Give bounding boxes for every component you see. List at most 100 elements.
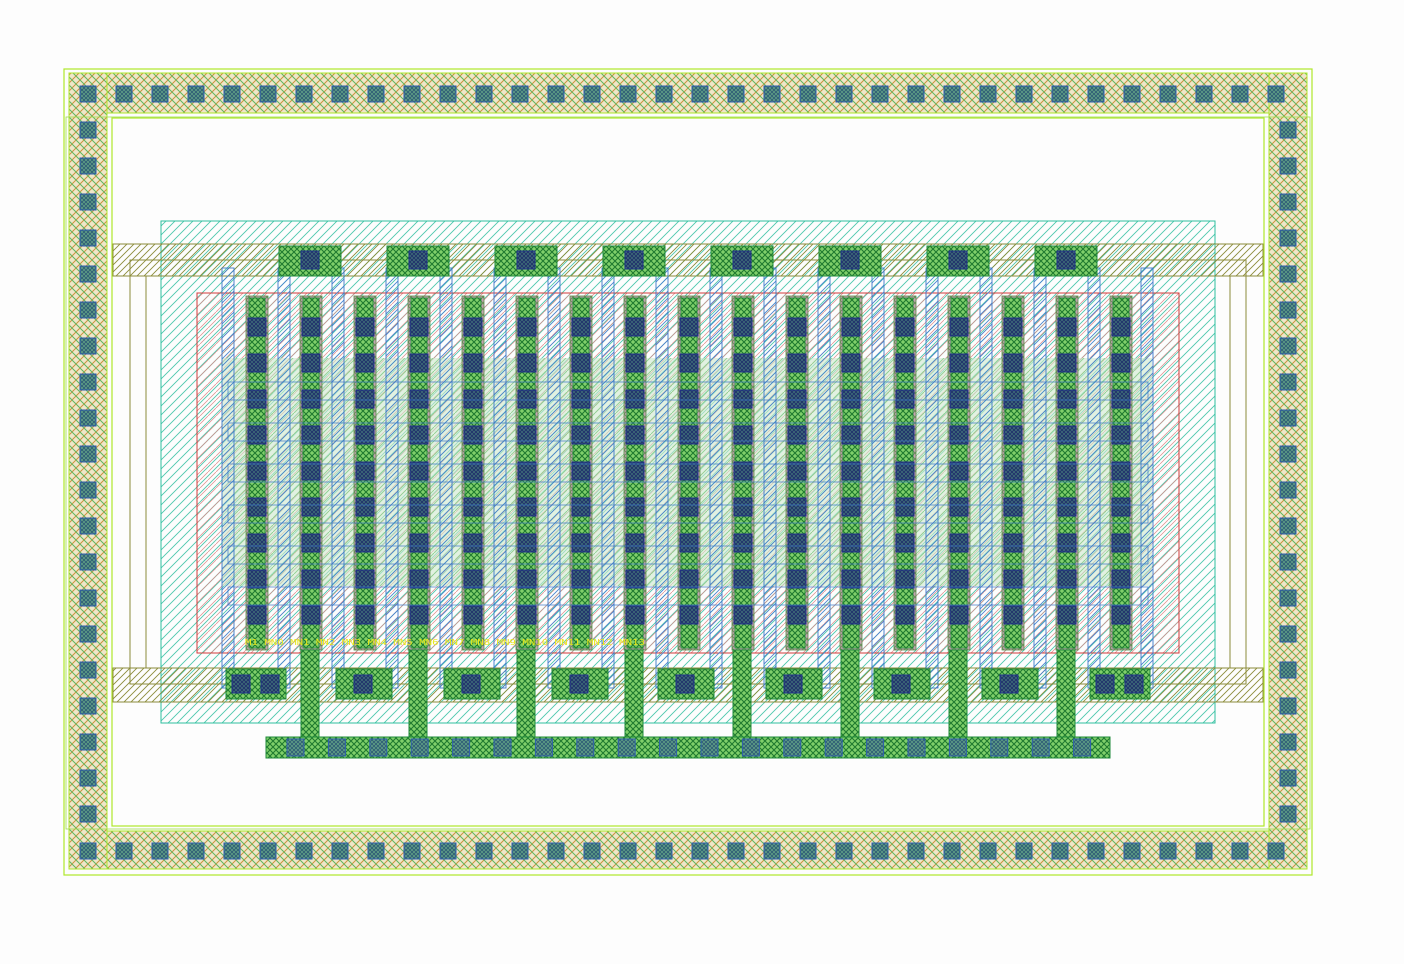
source-drain-contact <box>1057 605 1077 625</box>
bus-contact <box>534 738 553 757</box>
guard-ring-contact <box>583 85 601 103</box>
source-drain-contact <box>1111 317 1131 337</box>
source-drain-contact <box>1057 533 1077 553</box>
source-drain-contact <box>247 533 267 553</box>
guard-ring-contact <box>115 842 133 860</box>
guard-ring-contact <box>79 842 97 860</box>
gate-contact <box>624 250 644 270</box>
source-drain-contact <box>949 605 969 625</box>
source-drain-contact <box>355 389 375 409</box>
source-drain-contact <box>895 569 915 589</box>
source-drain-contact <box>787 461 807 481</box>
guard-ring-contact <box>583 842 601 860</box>
source-drain-contact <box>301 353 321 373</box>
source-drain-contact <box>895 353 915 373</box>
bus-contact <box>369 738 388 757</box>
source-drain-contact <box>355 353 375 373</box>
guard-ring-contact <box>511 842 529 860</box>
guard-ring-contact <box>871 842 889 860</box>
guard-ring-contact <box>1231 85 1249 103</box>
gate-contact <box>408 250 428 270</box>
bottom-pad-contact <box>569 674 589 694</box>
source-drain-contact <box>247 317 267 337</box>
guard-ring-contact <box>187 85 205 103</box>
bus-contact <box>617 738 636 757</box>
guard-ring-contact <box>547 85 565 103</box>
guard-ring-contact <box>1279 409 1297 427</box>
guard-ring-contact <box>835 842 853 860</box>
bus-contact <box>741 738 760 757</box>
guard-ring-contact <box>1279 733 1297 751</box>
gate-contact <box>840 250 860 270</box>
metal1-riser <box>601 267 615 689</box>
source-drain-contact <box>679 353 699 373</box>
source-drain-contact <box>517 389 537 409</box>
guard-ring-contact <box>151 85 169 103</box>
source-drain-contact <box>1057 569 1077 589</box>
bus-contact <box>1031 738 1050 757</box>
source-drain-contact <box>1111 461 1131 481</box>
source-drain-contact <box>895 317 915 337</box>
source-drain-contact <box>247 389 267 409</box>
source-drain-contact <box>787 497 807 517</box>
source-drain-contact <box>1003 353 1023 373</box>
source-drain-contact <box>463 353 483 373</box>
source-drain-contact <box>409 389 429 409</box>
guard-ring-contact <box>1279 661 1297 679</box>
source-drain-contact <box>571 389 591 409</box>
source-drain-contact <box>301 461 321 481</box>
source-drain-contact <box>409 353 429 373</box>
guard-ring-contact <box>691 842 709 860</box>
guard-ring-contact <box>1015 842 1033 860</box>
source-drain-contact <box>841 605 861 625</box>
net-label: M1 MN0 MN1 MN2 MN3 MN4 MN5 MN6 MN7 MN8 M… <box>245 638 645 647</box>
source-drain-contact <box>679 461 699 481</box>
source-drain-contact <box>301 389 321 409</box>
guard-ring-contact <box>79 733 97 751</box>
source-drain-contact <box>679 497 699 517</box>
source-drain-contact <box>1111 389 1131 409</box>
source-drain-contact <box>625 497 645 517</box>
bus-contact <box>866 738 885 757</box>
source-drain-contact <box>949 569 969 589</box>
guard-ring-contact <box>79 193 97 211</box>
metal1-riser <box>817 267 831 689</box>
guard-ring-contact <box>979 85 997 103</box>
source-drain-contact <box>301 569 321 589</box>
mosfet-array[interactable] <box>221 245 1154 759</box>
metal1-strap <box>227 381 1149 401</box>
source-drain-contact <box>1003 389 1023 409</box>
guard-ring-contact <box>1279 337 1297 355</box>
source-drain-contact <box>1111 605 1131 625</box>
source-drain-contact <box>355 461 375 481</box>
guard-ring-contact <box>511 85 529 103</box>
source-drain-contact <box>463 533 483 553</box>
guard-ring-contact <box>979 842 997 860</box>
strap-outline-2 <box>145 275 1231 669</box>
metal1-riser <box>1087 267 1101 689</box>
source-drain-contact <box>787 353 807 373</box>
source-drain-contact <box>625 389 645 409</box>
guard-ring-outer-edge <box>63 68 1313 876</box>
guard-ring-contact <box>1279 193 1297 211</box>
metal1-riser <box>385 267 399 689</box>
guard-ring-contact <box>1195 85 1213 103</box>
guard-ring-contact <box>223 85 241 103</box>
metal1-riser <box>871 267 885 689</box>
source-drain-contact <box>949 389 969 409</box>
bus-contact <box>700 738 719 757</box>
source-drain-contact <box>301 533 321 553</box>
guard-ring-contact <box>763 842 781 860</box>
bus-contact <box>1073 738 1092 757</box>
bottom-bus <box>265 736 1111 759</box>
source-drain-contact <box>355 569 375 589</box>
guard-ring-contact <box>1279 805 1297 823</box>
metal1-riser <box>925 267 939 689</box>
source-drain-contact <box>787 317 807 337</box>
source-drain-contact <box>571 533 591 553</box>
source-drain-contact <box>1003 461 1023 481</box>
guard-ring-contact <box>1279 445 1297 463</box>
source-drain-contact <box>409 425 429 445</box>
guard-ring-contact <box>259 85 277 103</box>
